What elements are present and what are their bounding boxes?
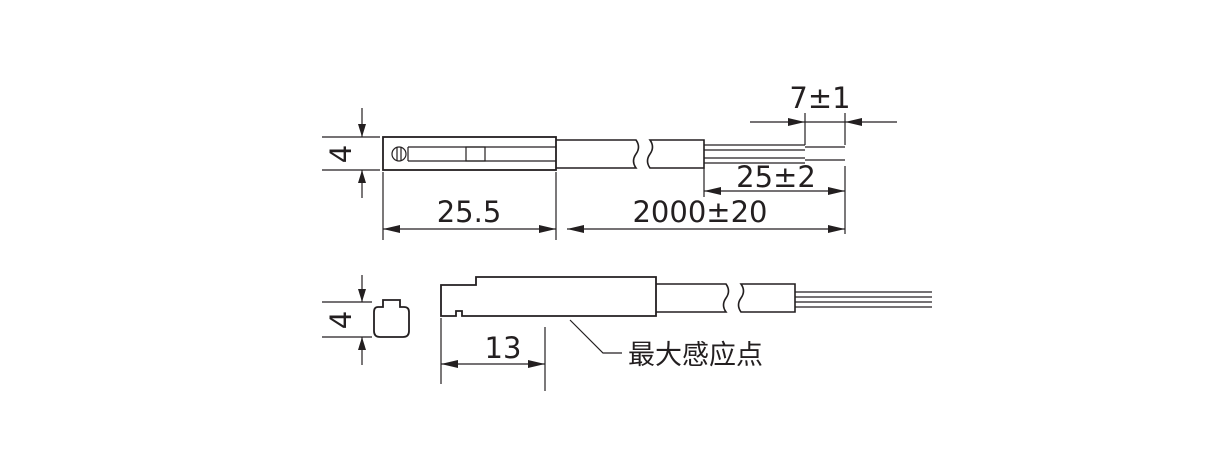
- strip-length-label: 25±2: [736, 160, 816, 194]
- cable-length-label: 2000±20: [632, 195, 767, 229]
- side-sensor-body: [440, 276, 657, 317]
- cable-length-dimension: 2000±20: [567, 166, 846, 234]
- top-cable-segment: [556, 139, 640, 169]
- screw-icon: [391, 146, 407, 162]
- top-sensor-body: [382, 136, 557, 171]
- side-cable-segment: [737, 283, 796, 313]
- sensing-point-dim-label: 13: [485, 331, 522, 365]
- side-cable-segment: [656, 283, 730, 313]
- body-length-dimension: 25.5: [382, 172, 557, 240]
- top-cable-segment: [646, 139, 705, 169]
- side-view: 4 13 最大感应点: [322, 275, 932, 391]
- body-length-label: 25.5: [437, 195, 502, 229]
- wire-end-dimension: 7±1: [750, 81, 897, 145]
- top-view: 4 25.5 2000±20 25±2: [322, 81, 897, 240]
- sensing-point-leader: 最大感应点: [569, 319, 763, 371]
- sensing-point-dimension: 13: [440, 318, 546, 391]
- side-height-label: 4: [324, 311, 358, 329]
- wire-end-label: 7±1: [789, 81, 850, 115]
- strip-length-dimension: 25±2: [703, 160, 845, 197]
- top-height-dimension: 4: [322, 108, 380, 198]
- end-profile: [373, 299, 410, 338]
- side-height-dimension: 4: [322, 275, 372, 365]
- top-height-label: 4: [324, 145, 358, 163]
- indicator-window: [465, 146, 486, 162]
- sensing-point-label: 最大感应点: [628, 340, 763, 371]
